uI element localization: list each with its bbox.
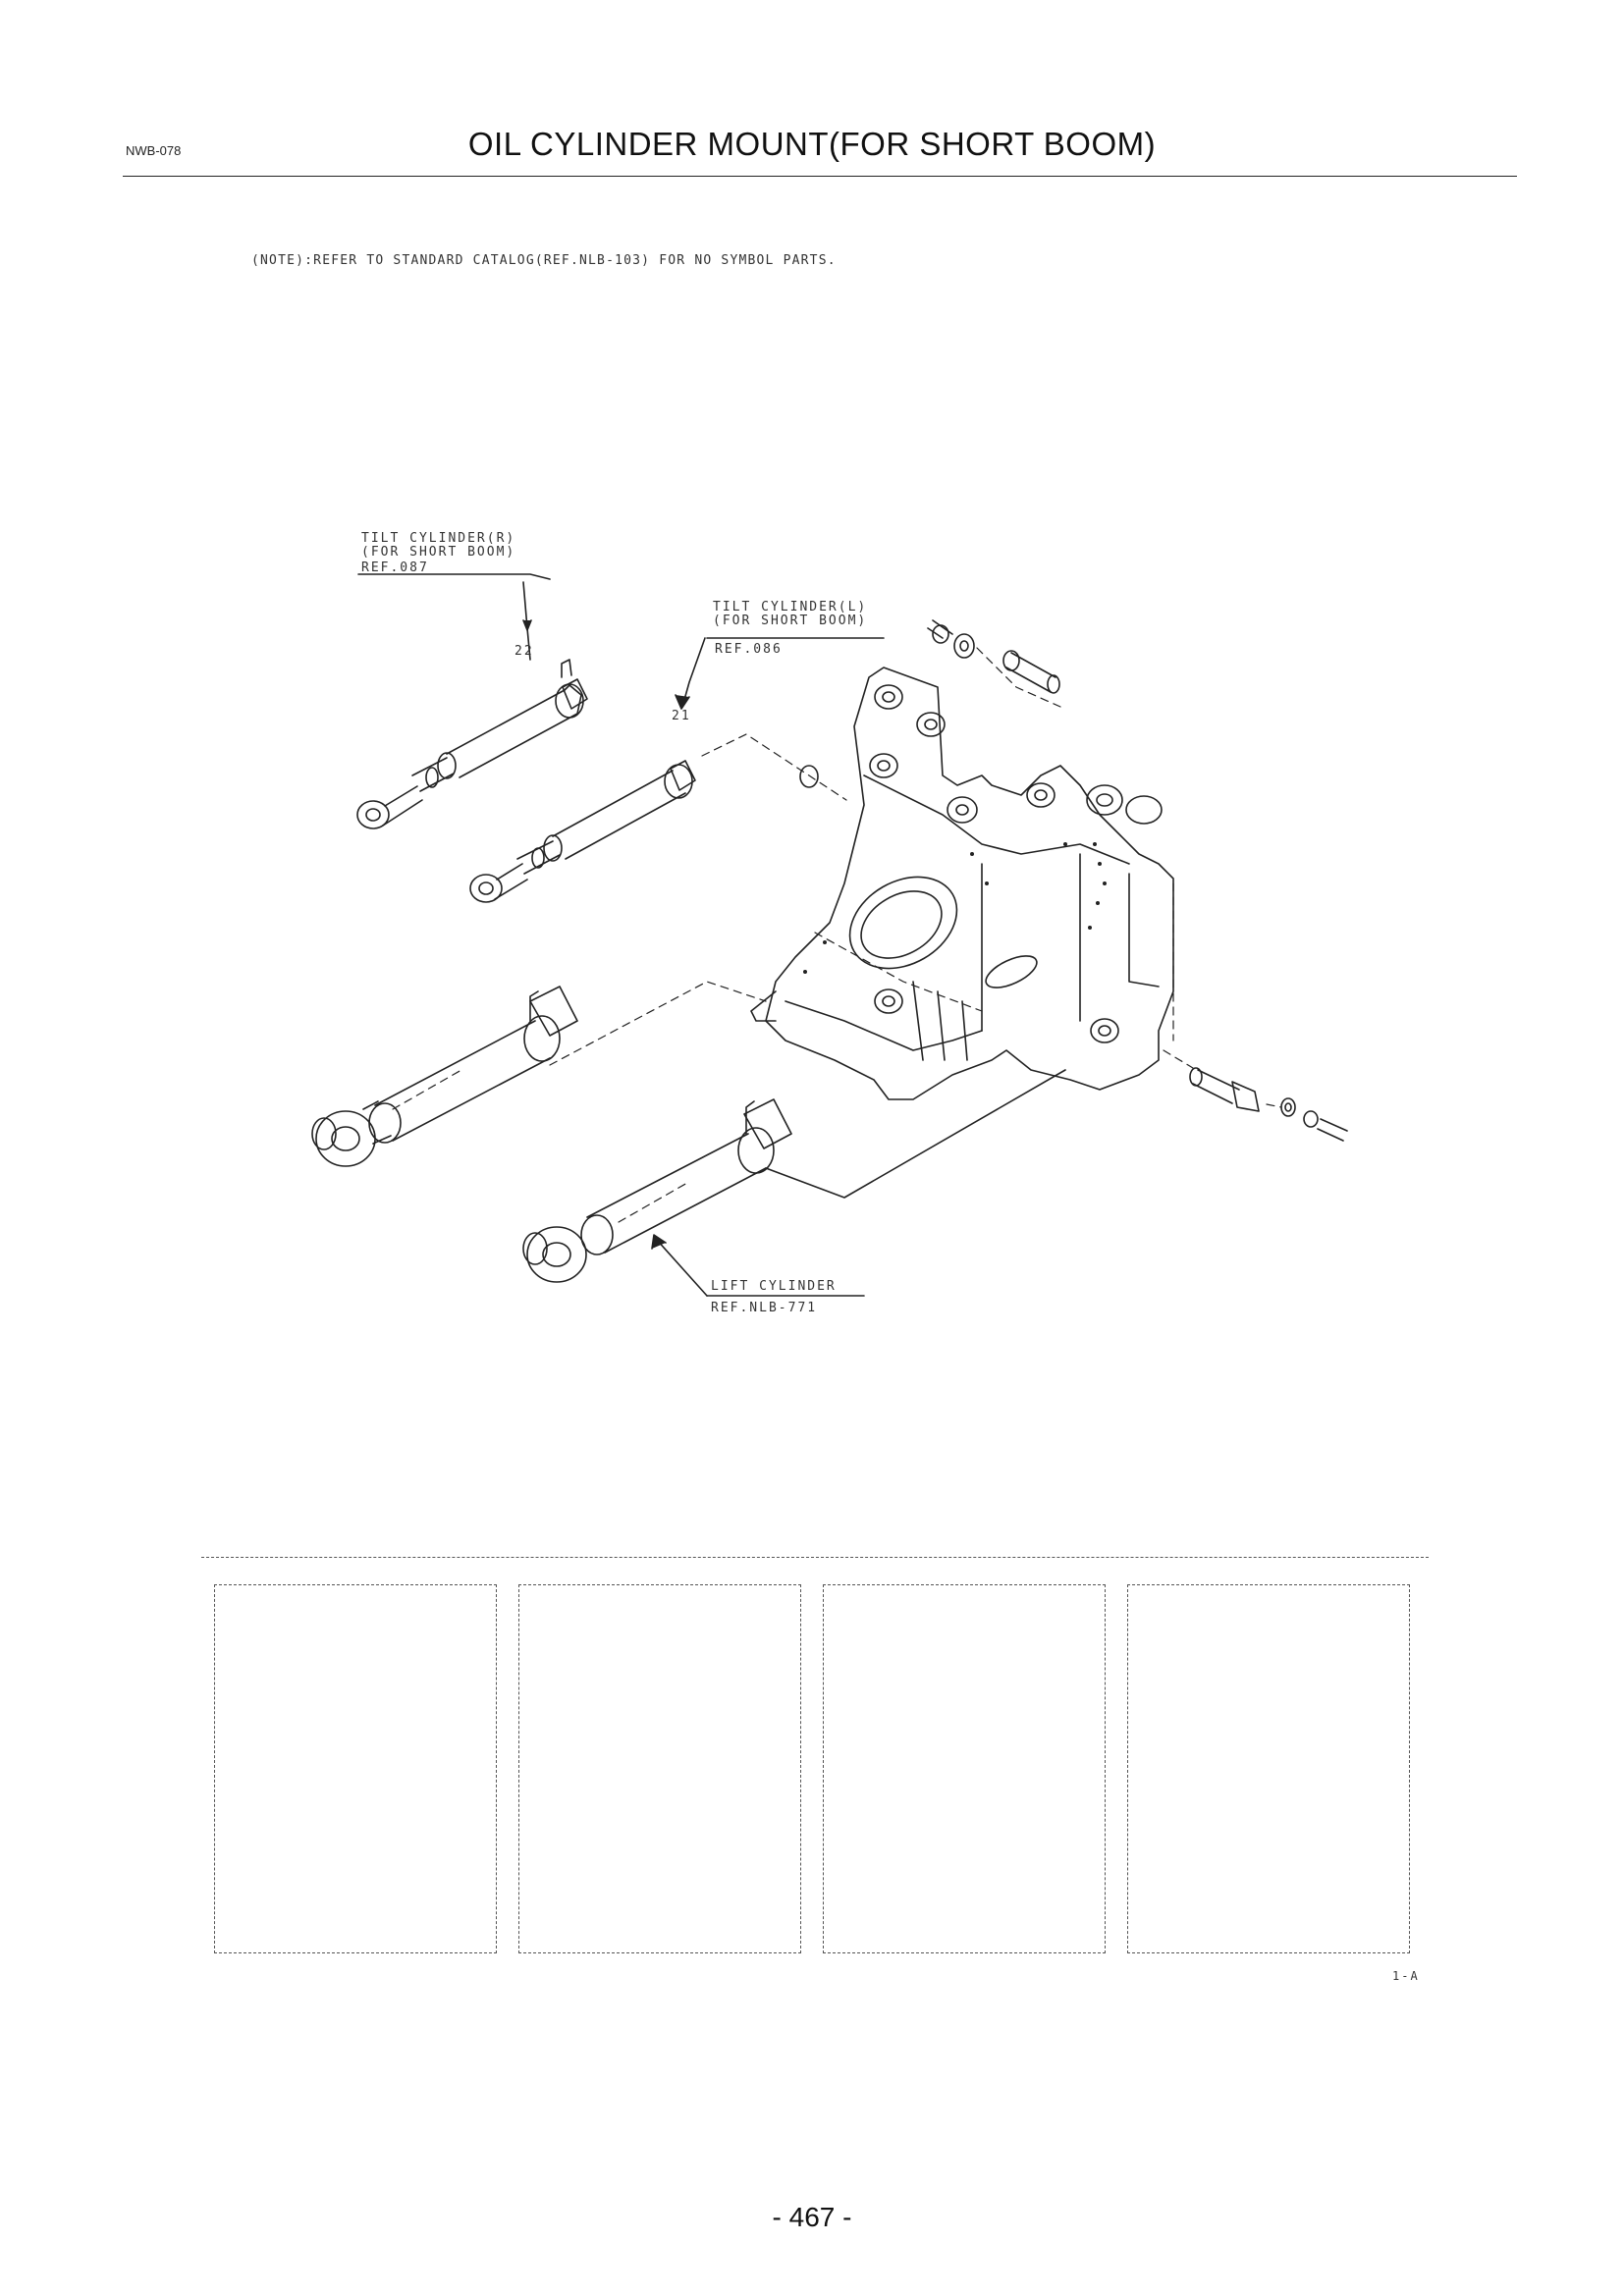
tilt-r-label-line2: (FOR SHORT BOOM) bbox=[361, 545, 515, 560]
tilt-l-ref: REF.086 bbox=[715, 642, 783, 657]
section-separator bbox=[201, 1557, 1429, 1558]
revision-mark: 1-A bbox=[1392, 1969, 1420, 1983]
tilt-r-ref: REF.087 bbox=[361, 561, 429, 575]
lift-cylinder-upper bbox=[311, 981, 767, 1167]
page-title: OIL CYLINDER MOUNT(FOR SHORT BOOM) bbox=[467, 126, 1157, 162]
parts-slot-3 bbox=[823, 1584, 1106, 1953]
item-number-21: 21 bbox=[672, 709, 691, 723]
tilt-l-label-line2: (FOR SHORT BOOM) bbox=[713, 614, 867, 628]
tilt-cylinder-right bbox=[356, 659, 588, 829]
parts-slot-2 bbox=[518, 1584, 801, 1953]
lift-cylinder-lower bbox=[522, 1069, 1066, 1283]
tilt-cylinder-left bbox=[469, 760, 696, 903]
catalog-code: NWB-078 bbox=[126, 143, 182, 158]
tilt-r-label-line1: TILT CYLINDER(R) bbox=[361, 531, 515, 546]
mounting-frame bbox=[750, 667, 1174, 1100]
lower-pin-assembly bbox=[1163, 1049, 1348, 1142]
catalog-note: (NOTE):REFER TO STANDARD CATALOG(REF.NLB… bbox=[251, 253, 837, 268]
parts-slot-1 bbox=[214, 1584, 497, 1953]
lift-label: LIFT CYLINDER bbox=[711, 1279, 837, 1294]
top-pin-assembly bbox=[927, 619, 1061, 708]
page-number: - 467 - bbox=[772, 2202, 852, 2232]
parts-diagram: TILT CYLINDER(R) (FOR SHORT BOOM) REF.08… bbox=[311, 531, 1348, 1315]
tilt-l-label-line1: TILT CYLINDER(L) bbox=[713, 600, 867, 614]
item-number-22: 22 bbox=[514, 644, 534, 659]
header-rule bbox=[123, 176, 1517, 177]
lift-ref: REF.NLB-771 bbox=[711, 1301, 817, 1315]
parts-slot-4 bbox=[1127, 1584, 1410, 1953]
